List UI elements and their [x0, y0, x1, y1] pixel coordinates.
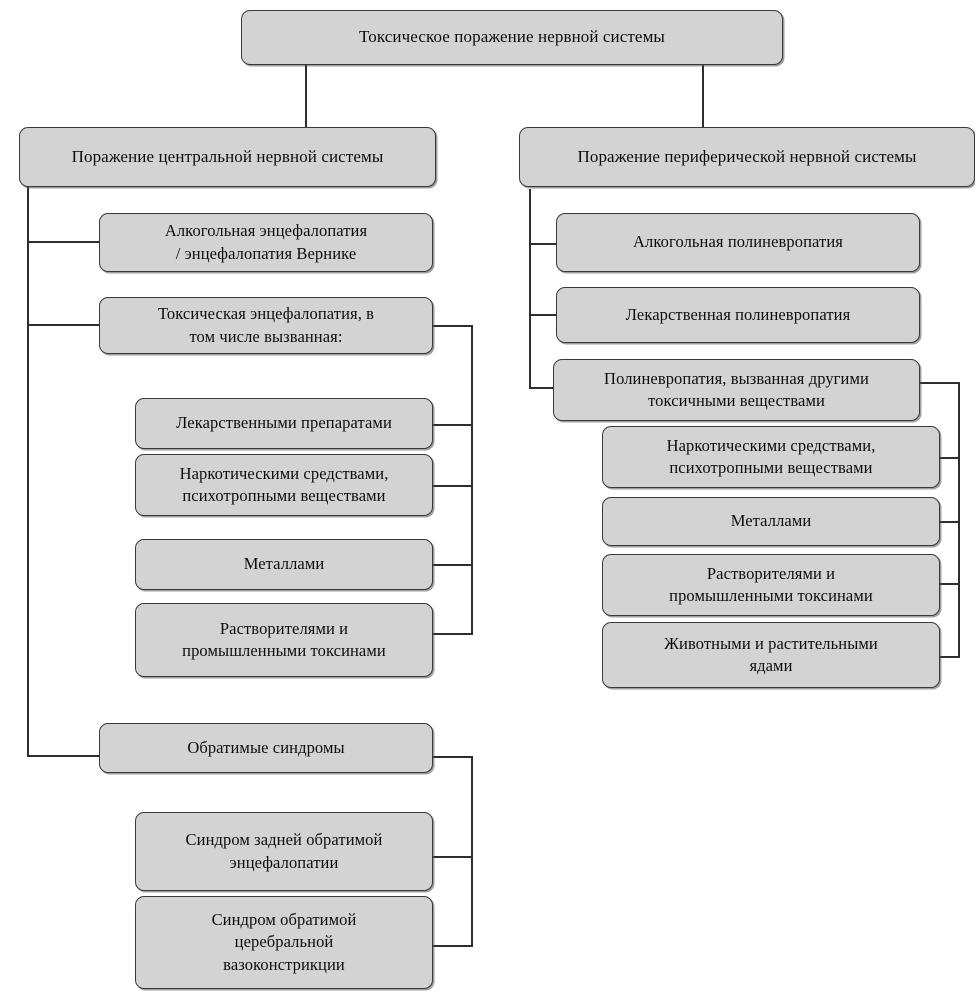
connector-toxic-to-drugs — [432, 424, 473, 426]
connector-toxic-to-narcotics — [432, 485, 473, 487]
node-cns-rev-pres-label: Синдром задней обратимой энцефалопатии — [144, 829, 424, 873]
line-1: Синдром обратимой — [211, 910, 357, 930]
node-cns-toxic-encephalopathy-label: Токсическая энцефалопатия, в том числе в… — [108, 303, 424, 347]
node-cns-rev-pres[interactable]: Синдром задней обратимой энцефалопатии — [135, 812, 433, 891]
node-cns-rev-rcvs-label: Синдром обратимой церебральной вазоконст… — [144, 909, 424, 975]
connector-cns-to-toxic — [27, 324, 136, 326]
connector-cns-trunk — [27, 186, 29, 757]
node-cns[interactable]: Поражение центральной нервной системы — [19, 127, 436, 187]
line-1: Наркотическими средствами, — [666, 435, 876, 455]
line-2: церебральной — [234, 932, 334, 952]
connector-other-toxic-bus — [958, 382, 960, 657]
line-3: вазоконстрикции — [223, 954, 345, 974]
node-pns[interactable]: Поражение периферической нервной системы — [519, 127, 975, 187]
node-cns-label: Поражение центральной нервной системы — [71, 146, 384, 166]
connector-pns-to-drug-poly — [529, 314, 557, 316]
connector-pns-to-other-toxic — [529, 387, 557, 389]
node-cns-alcohol-encephalopathy[interactable]: Алкогольная энцефалопатия / энцефалопати… — [99, 213, 433, 272]
node-pns-ot-solvents-label: Растворителями и промышленными токсинами — [611, 563, 931, 607]
line-2: / энцефалопатия Вернике — [175, 243, 357, 263]
connector-reversible-to-pres — [432, 856, 473, 858]
node-pns-ot-narcotics-label: Наркотическими средствами, психотропными… — [611, 435, 931, 479]
node-pns-ot-narcotics[interactable]: Наркотическими средствами, психотропными… — [602, 426, 940, 488]
node-cns-te-narcotics-label: Наркотическими средствами, психотропными… — [144, 463, 424, 507]
node-cns-te-solvents-label: Растворителями и промышленными токсинами — [144, 618, 424, 662]
line-2: психотропными веществами — [182, 486, 386, 505]
line-2: психотропными веществами — [669, 458, 873, 477]
node-cns-te-metals[interactable]: Металлами — [135, 539, 433, 590]
node-cns-te-solvents[interactable]: Растворителями и промышленными токсинами — [135, 603, 433, 677]
connector-root-to-cns — [305, 64, 307, 128]
node-root[interactable]: Токсическое поражение нервной системы — [241, 10, 783, 65]
connector-pns-trunk — [529, 189, 531, 388]
line-1: Животными и растительными — [664, 633, 878, 653]
node-pns-drug-polyneuropathy-label: Лекарственная полиневропатия — [625, 304, 851, 324]
connector-reversible-out — [432, 756, 473, 758]
node-pns-ot-metals-label: Металлами — [730, 511, 812, 531]
line-2: энцефалопатии — [229, 852, 339, 872]
line-1: Синдром задней обратимой — [185, 830, 383, 850]
line-1: Наркотическими средствами, — [179, 463, 389, 483]
connector-other-toxic-out — [919, 382, 960, 384]
node-cns-alcohol-encephalopathy-label: Алкогольная энцефалопатия / энцефалопати… — [108, 220, 424, 264]
line-1: Алкогольная энцефалопатия — [164, 221, 368, 241]
node-pns-label: Поражение периферической нервной системы — [577, 146, 917, 166]
connector-cns-to-alcohol — [27, 241, 136, 243]
line-2: промышленными токсинами — [669, 586, 873, 605]
connector-toxic-to-solvents — [432, 633, 473, 635]
node-cns-te-metals-label: Металлами — [243, 554, 325, 574]
connector-reversible-bus — [471, 756, 473, 946]
node-pns-other-toxic-label: Полиневропатия, вызванная другими токсич… — [562, 368, 911, 412]
line-1: Растворителями и — [706, 563, 836, 583]
connector-pns-to-alcohol-poly — [529, 243, 557, 245]
line-2: том числе вызванная: — [189, 326, 343, 346]
node-pns-drug-polyneuropathy[interactable]: Лекарственная полиневропатия — [556, 287, 920, 343]
node-cns-toxic-encephalopathy[interactable]: Токсическая энцефалопатия, в том числе в… — [99, 297, 433, 354]
node-root-label: Токсическое поражение нервной системы — [359, 27, 665, 47]
node-cns-te-drugs[interactable]: Лекарственными препаратами — [135, 398, 433, 449]
node-cns-reversible-syndromes[interactable]: Обратимые синдромы — [99, 723, 433, 773]
node-pns-ot-biotoxins-label: Животными и растительными ядами — [611, 633, 931, 677]
node-cns-te-narcotics[interactable]: Наркотическими средствами, психотропными… — [135, 454, 433, 516]
connector-reversible-to-rcvs — [432, 945, 473, 947]
connector-toxic-to-metals — [432, 564, 473, 566]
line-2: промышленными токсинами — [182, 641, 386, 660]
node-cns-reversible-syndromes-label: Обратимые синдромы — [187, 737, 345, 757]
connector-toxic-bus — [471, 325, 473, 634]
node-pns-ot-solvents[interactable]: Растворителями и промышленными токсинами — [602, 554, 940, 616]
connector-toxic-out — [432, 325, 473, 327]
node-cns-rev-rcvs[interactable]: Синдром обратимой церебральной вазоконст… — [135, 896, 433, 989]
connector-cns-to-reversible — [27, 755, 136, 757]
node-pns-ot-biotoxins[interactable]: Животными и растительными ядами — [602, 622, 940, 688]
connector-root-to-pns — [702, 64, 704, 128]
node-pns-alcohol-polyneuropathy[interactable]: Алкогольная полиневропатия — [556, 213, 920, 272]
node-cns-te-drugs-label: Лекарственными препаратами — [176, 413, 392, 433]
node-pns-ot-metals[interactable]: Металлами — [602, 497, 940, 546]
line-1: Токсическая энцефалопатия, в — [157, 304, 375, 324]
line-2: токсичными веществами — [648, 391, 825, 410]
line-1: Полиневропатия, вызванная другими — [604, 368, 869, 388]
node-pns-other-toxic[interactable]: Полиневропатия, вызванная другими токсич… — [553, 359, 920, 421]
node-pns-alcohol-polyneuropathy-label: Алкогольная полиневропатия — [633, 232, 843, 252]
line-2: ядами — [749, 656, 793, 675]
line-1: Растворителями и — [219, 618, 349, 638]
